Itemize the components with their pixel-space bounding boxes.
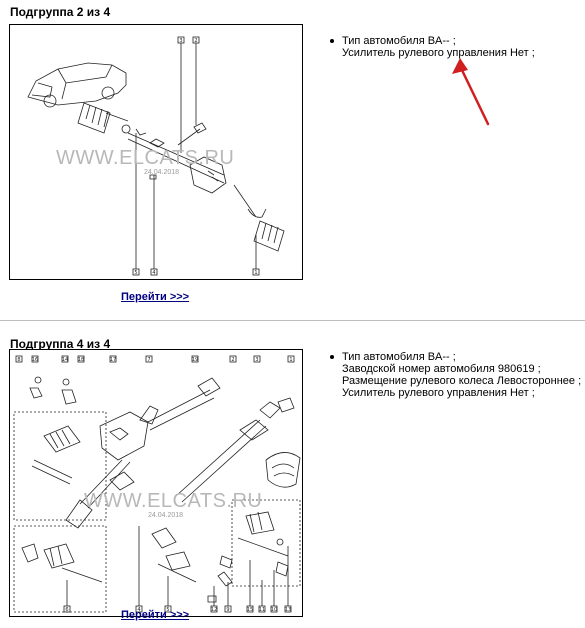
- callout-label: 4: [152, 270, 155, 276]
- section-divider: [0, 320, 585, 321]
- callout-label: 7: [147, 357, 150, 363]
- subgroup-4-panel: Подгруппа 4 из 4: [0, 322, 585, 628]
- property-item: Тип автомобиля BA-- ;: [330, 35, 535, 47]
- parts-diagram-image[interactable]: 3 2 5 4 1 WWW.ELCATS.RU 24.04.2018: [9, 24, 303, 280]
- callout-label: 18: [78, 357, 84, 363]
- watermark-text: WWW.ELCATS.RU: [84, 490, 263, 512]
- subgroup-title: Подгруппа 4 из 4: [10, 337, 111, 351]
- callout-label: 11: [259, 607, 265, 613]
- callout-label: 3: [179, 38, 182, 44]
- callout-label: 12: [211, 607, 217, 613]
- callout-label: 2: [194, 38, 197, 44]
- date-stamp: 24.04.2018: [148, 512, 184, 519]
- property-item: Размещение рулевого колеса Левостороннее…: [342, 375, 582, 387]
- callout-label: 15: [247, 607, 253, 613]
- date-stamp: 24.04.2018: [144, 169, 180, 176]
- steering-column-diagram: 8 16 14 18 17 7 19 2 3 1 6 4 5 12 9 15 1…: [13, 355, 301, 613]
- callout-label: 5: [166, 607, 169, 613]
- callout-label: 16: [32, 357, 38, 363]
- go-to-subgroup-link[interactable]: Перейти >>>: [121, 291, 190, 303]
- callout-label: 2: [231, 357, 234, 363]
- property-item: Заводской номер автомобиля 980619 ;: [342, 363, 541, 375]
- callout-label: 19: [192, 357, 198, 363]
- parts-diagram-image[interactable]: 8 16 14 18 17 7 19 2 3 1 6 4 5 12 9 15 1…: [9, 349, 303, 617]
- callout-label: 13: [285, 607, 291, 613]
- property-item: Тип автомобиля BA-- ;: [330, 351, 581, 363]
- callout-label: 8: [17, 357, 20, 363]
- callout-label: 5: [134, 270, 137, 276]
- steering-rack-diagram: 3 2 5 4 1: [27, 36, 285, 276]
- properties-list: Тип автомобиля BA-- ; Усилитель рулевого…: [330, 35, 535, 59]
- red-arrow-annotation: [452, 58, 490, 126]
- callout-label: 9: [226, 607, 229, 613]
- subgroup-2-panel: Подгруппа 2 из 4: [9, 5, 535, 303]
- callout-label: 3: [255, 357, 258, 363]
- callout-label: 1: [289, 357, 292, 363]
- callout-label: 6: [65, 607, 68, 613]
- callout-label: 10: [271, 607, 277, 613]
- callout-label: 14: [62, 357, 68, 363]
- properties-list: Тип автомобиля BA-- ; Заводской номер ав…: [330, 351, 581, 399]
- property-item: Усилитель рулевого управления Нет ;: [342, 387, 535, 399]
- callout-label: 17: [110, 357, 116, 363]
- callout-label: 4: [137, 607, 140, 613]
- callout-label: 1: [254, 270, 257, 276]
- property-item: Усилитель рулевого управления Нет ;: [342, 47, 535, 59]
- watermark-text: WWW.ELCATS.RU: [56, 147, 235, 169]
- go-to-subgroup-link[interactable]: Перейти >>>: [121, 609, 190, 621]
- subgroup-title: Подгруппа 2 из 4: [10, 5, 111, 19]
